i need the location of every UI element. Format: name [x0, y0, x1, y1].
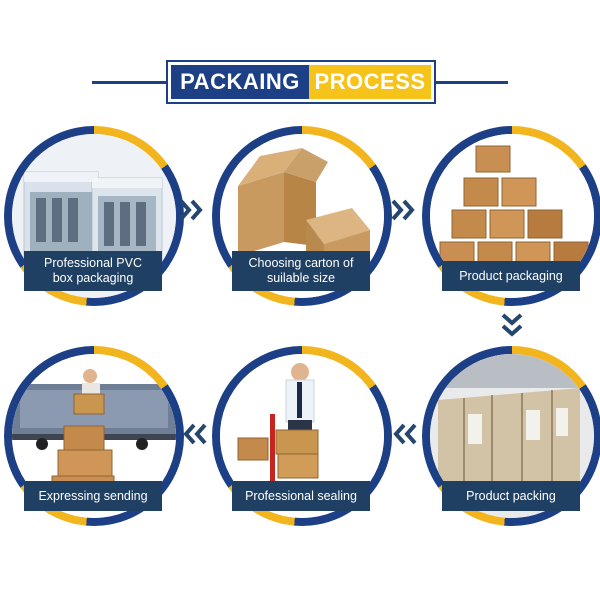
double-chevron-left-icon — [180, 421, 208, 447]
step-label-line-2: suilable size — [266, 271, 336, 285]
title-part-1: PACKAING — [171, 65, 309, 99]
step-label: Choosing carton of suilable size — [232, 251, 370, 291]
step-label-line-1: Product packing — [466, 488, 556, 503]
title-box: PACKAING PROCESS — [166, 60, 436, 104]
pvc-boxes-image — [12, 134, 176, 298]
step-label-line-1: Professional sealing — [245, 488, 357, 503]
step-label-line-1: Product packaging — [459, 268, 563, 283]
step-label: Product packing — [442, 481, 580, 511]
step-professional-sealing: Professional sealing — [212, 346, 392, 526]
title-divider-right — [436, 81, 508, 84]
title-part-2: PROCESS — [309, 65, 431, 99]
step-label: Expressing sending — [24, 481, 162, 511]
step-label-line-2: box packaging — [52, 271, 134, 285]
step-label: Product packaging — [442, 261, 580, 291]
double-chevron-right-icon — [178, 197, 206, 223]
step-label-line-1: Choosing carton of — [248, 256, 354, 270]
double-chevron-down-icon — [499, 312, 525, 340]
step-label: Professional sealing — [232, 481, 370, 511]
title-divider-left — [92, 81, 170, 84]
step-product-packaging: Product packaging — [422, 126, 600, 306]
step-label-line-1: Expressing sending — [38, 488, 148, 503]
step-product-packing: Product packing — [422, 346, 600, 526]
step-pvc-box-packaging: Professional PVC box packaging — [4, 126, 184, 306]
step-label: Professional PVC box packaging — [24, 251, 162, 291]
double-chevron-left-icon — [390, 421, 418, 447]
double-chevron-right-icon — [390, 197, 418, 223]
step-expressing-sending: Expressing sending — [4, 346, 184, 526]
step-choosing-carton: Choosing carton of suilable size — [212, 126, 392, 306]
step-label-line-1: Professional PVC — [44, 256, 142, 270]
title-banner: PACKAING PROCESS — [0, 56, 600, 108]
